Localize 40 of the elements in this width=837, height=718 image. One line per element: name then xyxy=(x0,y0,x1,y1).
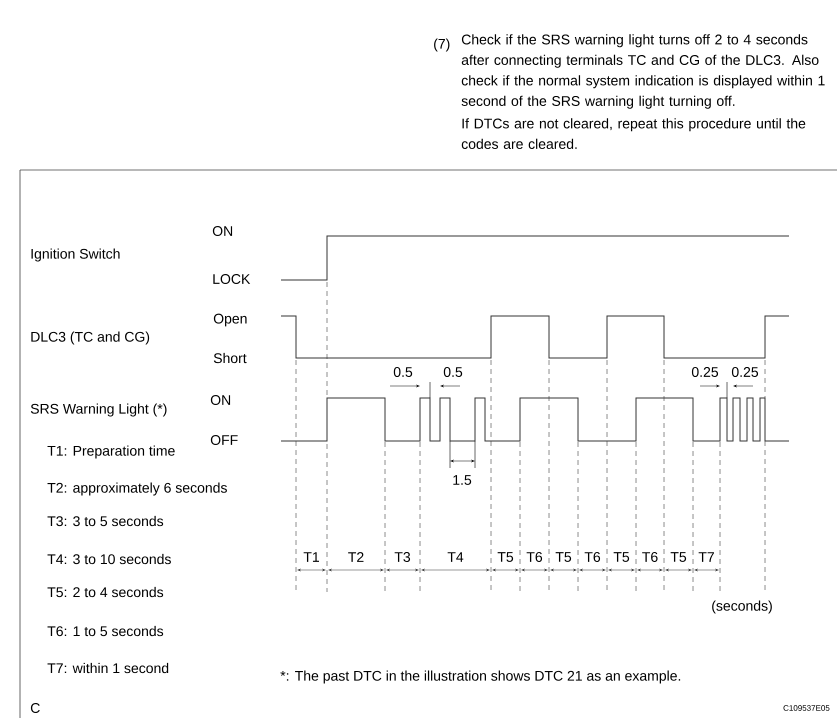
footnote: *: The past DTC in the illustration shows DTC 21 as an example. xyxy=(280,670,680,684)
legend-text: T5: 2 to 4 seconds xyxy=(48,586,164,598)
dimension-value: 0.25 xyxy=(732,367,758,377)
unit-label: (seconds) xyxy=(712,600,772,614)
interval-label: T5 xyxy=(614,552,630,562)
level-label: Short xyxy=(214,352,247,364)
interval-label: T5 xyxy=(498,552,514,562)
legend-text: T1: Preparation time xyxy=(48,445,175,459)
interval-label: T6 xyxy=(584,552,600,562)
step-number: (7) xyxy=(434,38,450,52)
signal-name: DLC3 (TC and CG) xyxy=(31,331,150,345)
instruction-text: If DTCs are not cleared, repeat this procedure until the codes are cleared. xyxy=(462,118,806,149)
dimension-value: 1.5 xyxy=(453,475,472,485)
figure-code: C109537E05 xyxy=(784,705,830,711)
dimension-value: 0.5 xyxy=(444,367,462,377)
level-label: ON xyxy=(210,395,230,405)
dimension-value: 0.5 xyxy=(394,367,412,377)
signal-name: SRS Warning Light (*) xyxy=(30,403,166,417)
legend-text: T2: approximately 6 seconds xyxy=(48,482,227,496)
legend-text: T7: within 1 second xyxy=(48,662,168,674)
instruction-text: Check if the SRS warning light turns off 2 to 4 seconds after connecting terminals TC and CG of the DLC3. Also check if the normal system indication is displayed within 1 second of the SRS warning light turning off. xyxy=(462,34,825,109)
interval-label: T4 xyxy=(448,552,464,562)
level-label: Open xyxy=(214,314,247,326)
interval-label: T5 xyxy=(556,552,572,562)
interval-label: T5 xyxy=(670,552,686,562)
legend-text: T6: 1 to 5 seconds xyxy=(48,626,164,636)
interval-label: T2 xyxy=(348,552,364,562)
figure-letter: C xyxy=(30,703,40,713)
dimension-value: 0.25 xyxy=(692,367,718,377)
interval-label: T7 xyxy=(698,552,714,562)
legend-text: T4: 3 to 10 seconds xyxy=(48,554,171,564)
signal-name: Ignition Switch xyxy=(32,248,120,262)
level-label: OFF xyxy=(210,435,238,445)
level-label: ON xyxy=(212,226,232,236)
interval-label: T6 xyxy=(526,552,542,562)
interval-label: T6 xyxy=(642,552,658,562)
legend-text: T3: 3 to 5 seconds xyxy=(48,516,164,526)
level-label: LOCK xyxy=(213,274,250,284)
interval-label: T1 xyxy=(304,552,319,562)
interval-label: T3 xyxy=(394,552,410,562)
